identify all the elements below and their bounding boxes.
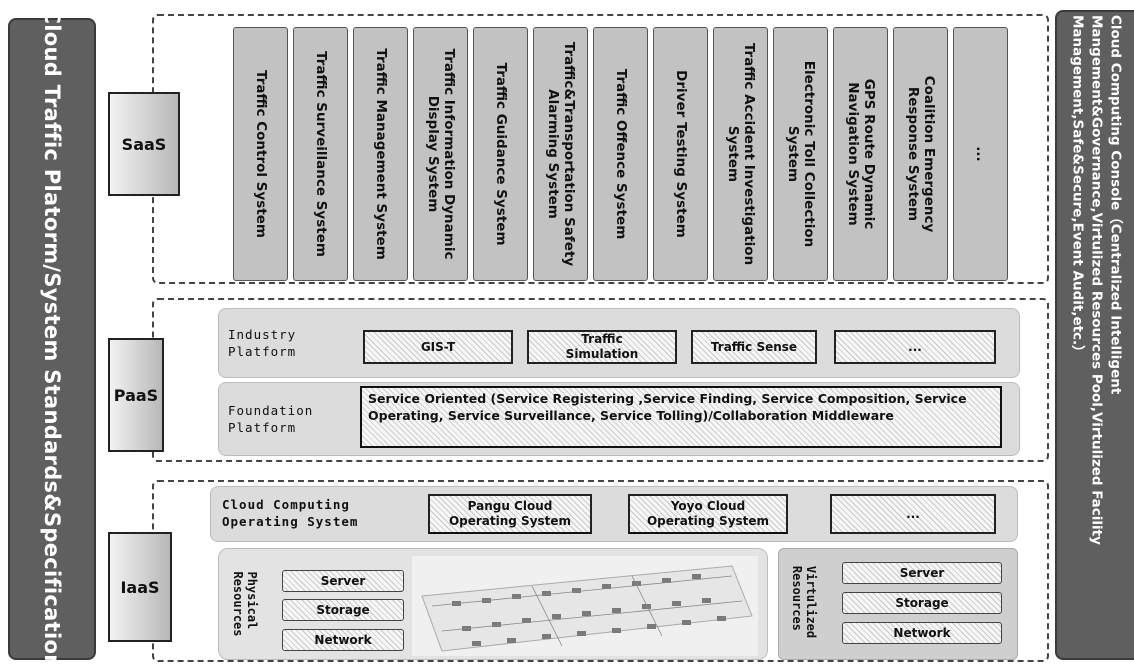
- os-item-0: Pangu Cloud Operating System: [428, 494, 592, 534]
- os-item-1: Yoyo Cloud Operating System: [628, 494, 788, 534]
- server-node-icon: [662, 578, 671, 583]
- paas-industry-item-2: Traffic Sense: [691, 330, 817, 364]
- server-node-icon: [572, 588, 581, 593]
- paas-industry-item-3: ...: [834, 330, 996, 364]
- saas-system-label: Traffic Surveillance System: [312, 51, 329, 257]
- saas-system-label: Driver Testing System: [672, 70, 689, 238]
- server-node-icon: [642, 604, 651, 609]
- foundation-platform-label: Foundation Platform: [228, 403, 314, 435]
- server-node-icon: [472, 641, 481, 646]
- server-node-icon: [507, 638, 516, 643]
- paas-industry-item-0: GIS-T: [363, 330, 513, 364]
- server-node-icon: [702, 598, 711, 603]
- saas-system-label: Traffic Accident Investigation System: [724, 42, 757, 266]
- saas-system-1: Traffic Surveillance System: [293, 27, 348, 281]
- server-node-icon: [602, 584, 611, 589]
- saas-system-9: Electronic Toll Collection System: [773, 27, 828, 281]
- saas-system-8: Traffic Accident Investigation System: [713, 27, 768, 281]
- saas-system-label: Traffic&Transportation Safety Alarming S…: [544, 41, 577, 267]
- server-node-icon: [647, 624, 656, 629]
- console-bar: Cloud Computing Console（Centralized Inte…: [1055, 10, 1134, 660]
- datacenter-illustration: [412, 556, 758, 656]
- foundation-services-box: Service Oriented (Service Registering ,S…: [360, 386, 1002, 448]
- physical-item-server: Server: [282, 570, 404, 592]
- saas-system-0: Traffic Control System: [233, 27, 288, 281]
- server-node-icon: [542, 591, 551, 596]
- saas-system-label: Traffic Guidance System: [492, 62, 509, 246]
- os-item-2: ...: [830, 494, 996, 534]
- virtual-item-storage: Storage: [842, 592, 1002, 614]
- saas-system-label: Coalition Emergency Response System: [904, 75, 937, 233]
- saas-system-4: Traffic Guidance System: [473, 27, 528, 281]
- saas-system-5: Traffic&Transportation Safety Alarming S…: [533, 27, 588, 281]
- paas-label: PaaS: [108, 338, 164, 452]
- saas-system-label: Electronic Toll Collection System: [784, 60, 817, 248]
- saas-system-7: Driver Testing System: [653, 27, 708, 281]
- server-node-icon: [717, 616, 726, 621]
- cloud-os-label: Cloud Computing Operating System: [222, 497, 359, 529]
- server-node-icon: [582, 611, 591, 616]
- standards-title: Cloud Traffic Platorm/System Standards&S…: [40, 8, 64, 669]
- standards-bar: Cloud Traffic Platorm/System Standards&S…: [8, 9, 96, 669]
- server-node-icon: [552, 614, 561, 619]
- saas-system-label: Traffic Control System: [252, 70, 269, 238]
- physical-item-network: Network: [282, 629, 404, 651]
- virtual-resources-label: Virtulized Resources: [790, 565, 818, 639]
- server-node-icon: [692, 574, 701, 579]
- saas-system-label: Traffic Management System: [372, 48, 389, 260]
- physical-item-storage: Storage: [282, 599, 404, 621]
- virtual-item-server: Server: [842, 562, 1002, 584]
- server-node-icon: [577, 631, 586, 636]
- industry-platform-label: Industry Platform: [228, 327, 297, 359]
- saas-label: SaaS: [108, 92, 180, 196]
- saas-system-label: Traffic Offence System: [612, 68, 629, 240]
- server-node-icon: [612, 628, 621, 633]
- server-node-icon: [492, 622, 501, 627]
- saas-system-10: GPS Route Dynamic Navigation System: [833, 27, 888, 281]
- server-node-icon: [632, 581, 641, 586]
- virtual-item-network: Network: [842, 622, 1002, 644]
- saas-system-11: Coalition Emergency Response System: [893, 27, 948, 281]
- server-node-icon: [522, 618, 531, 623]
- saas-system-label: Traffic Information Dynamic Display Syst…: [424, 48, 457, 260]
- saas-system-label: ...: [972, 146, 989, 162]
- physical-resources-label: Physical Resources: [231, 571, 259, 637]
- server-node-icon: [682, 620, 691, 625]
- server-node-icon: [542, 634, 551, 639]
- saas-system-12: ...: [953, 27, 1008, 281]
- console-text: Cloud Computing Console（Centralized Inte…: [1069, 15, 1123, 545]
- saas-system-2: Traffic Management System: [353, 27, 408, 281]
- saas-system-3: Traffic Information Dynamic Display Syst…: [413, 27, 468, 281]
- server-node-icon: [512, 594, 521, 599]
- server-node-icon: [672, 601, 681, 606]
- saas-system-6: Traffic Offence System: [593, 27, 648, 281]
- server-node-icon: [612, 608, 621, 613]
- saas-system-label: GPS Route Dynamic Navigation System: [844, 78, 877, 230]
- iaas-label: IaaS: [108, 532, 172, 642]
- paas-industry-item-1: Traffic Simulation: [527, 330, 677, 364]
